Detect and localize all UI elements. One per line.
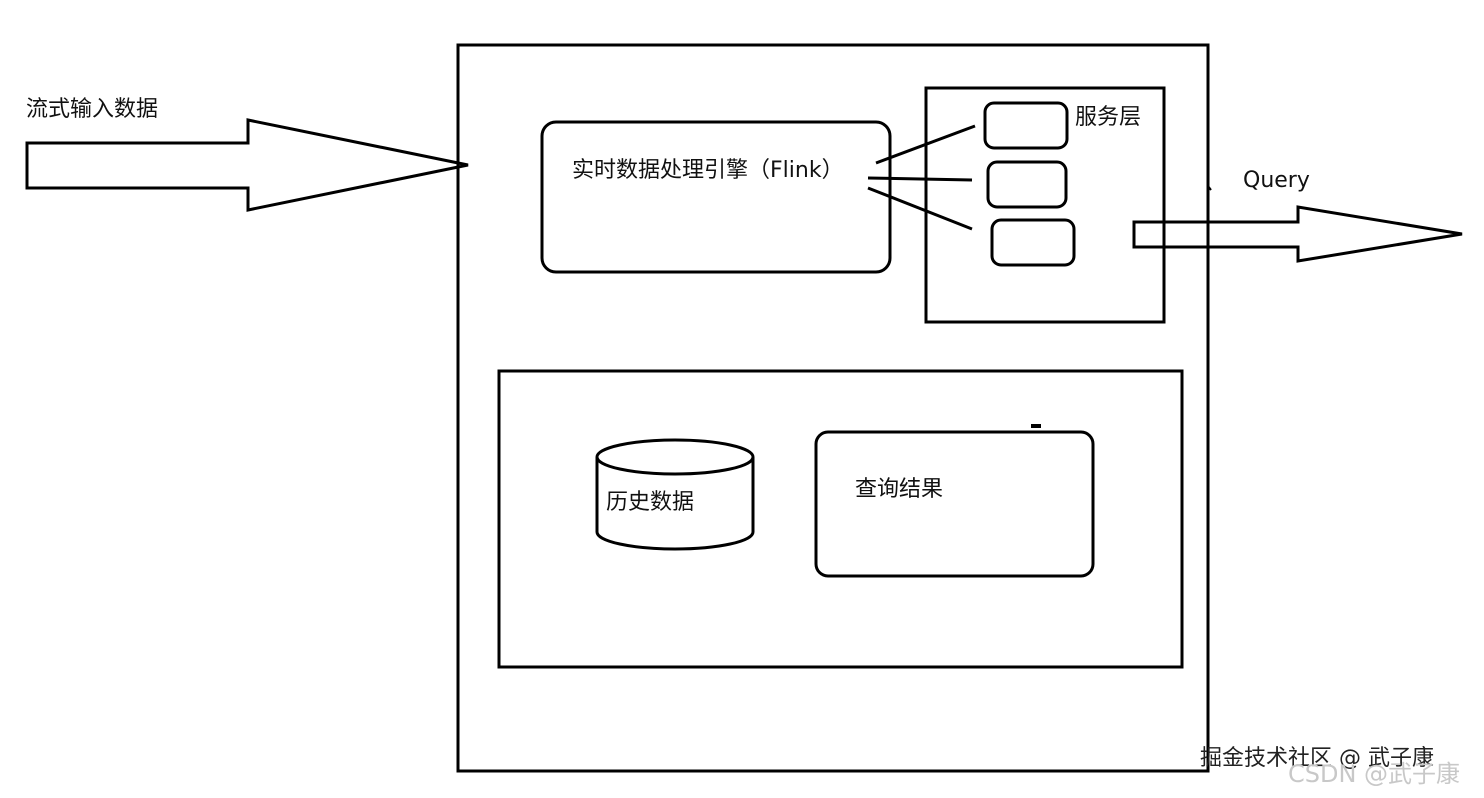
query-result-box [814,430,1095,578]
stray-mark [1207,185,1212,191]
realtime-engine-box [540,120,892,274]
service-node-2 [986,160,1068,209]
history-database-icon [595,438,755,551]
batch-layer-box [497,369,1184,669]
stream-input-label: 流式输入数据 [26,97,159,122]
service-node-1 [983,101,1069,150]
history-label: 历史数据 [606,490,695,515]
juejin-watermark: 掘金技术社区 @ 武子康 [1200,746,1434,771]
system-boundary-box [456,43,1210,773]
service-layer-label: 服务层 [1075,105,1142,130]
query-result-label: 查询结果 [855,477,944,502]
connector-line-1 [875,124,976,165]
query-output-arrow [1132,205,1463,263]
stream-input-arrow [25,118,469,212]
connector-line-3 [867,186,973,231]
service-node-3 [990,218,1076,267]
stray-mark-2 [1031,424,1041,428]
connector-line-2 [867,176,973,182]
service-layer-box [924,86,1166,324]
query-label: Query [1243,168,1310,193]
engine-label: 实时数据处理引擎（Flink） [572,158,844,183]
csdn-watermark: CSDN @武子康 [1288,760,1461,788]
